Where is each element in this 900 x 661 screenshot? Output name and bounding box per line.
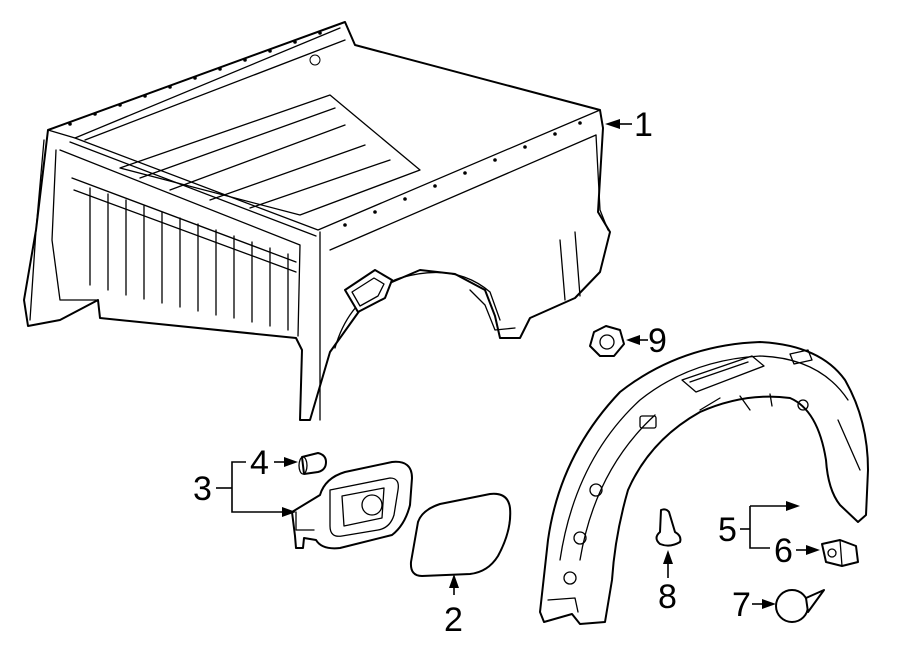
rail-holes [68, 31, 582, 227]
hex-nut[interactable] [589, 325, 625, 357]
callout-3: 3 [193, 470, 212, 508]
callout-9: 9 [648, 322, 667, 360]
wheelhouse-liner[interactable] [539, 341, 869, 625]
push-pin[interactable] [775, 589, 825, 623]
callout-5: 5 [718, 511, 737, 549]
retainer-rivet[interactable] [655, 508, 682, 547]
callout-2: 2 [444, 601, 463, 639]
clip-nut[interactable] [821, 539, 859, 567]
callout-6: 6 [774, 532, 793, 570]
pickup-box[interactable] [23, 21, 611, 421]
callout-8: 8 [658, 578, 677, 616]
leader-lines [216, 119, 820, 609]
callout-1: 1 [634, 106, 653, 144]
fuel-door[interactable] [409, 492, 512, 577]
bumper[interactable] [298, 452, 327, 475]
callout-7: 7 [732, 586, 751, 624]
fuel-housing[interactable] [291, 460, 413, 550]
callout-labels: 1 2 3 4 5 6 7 8 9 [193, 106, 793, 639]
callout-4: 4 [250, 444, 269, 482]
